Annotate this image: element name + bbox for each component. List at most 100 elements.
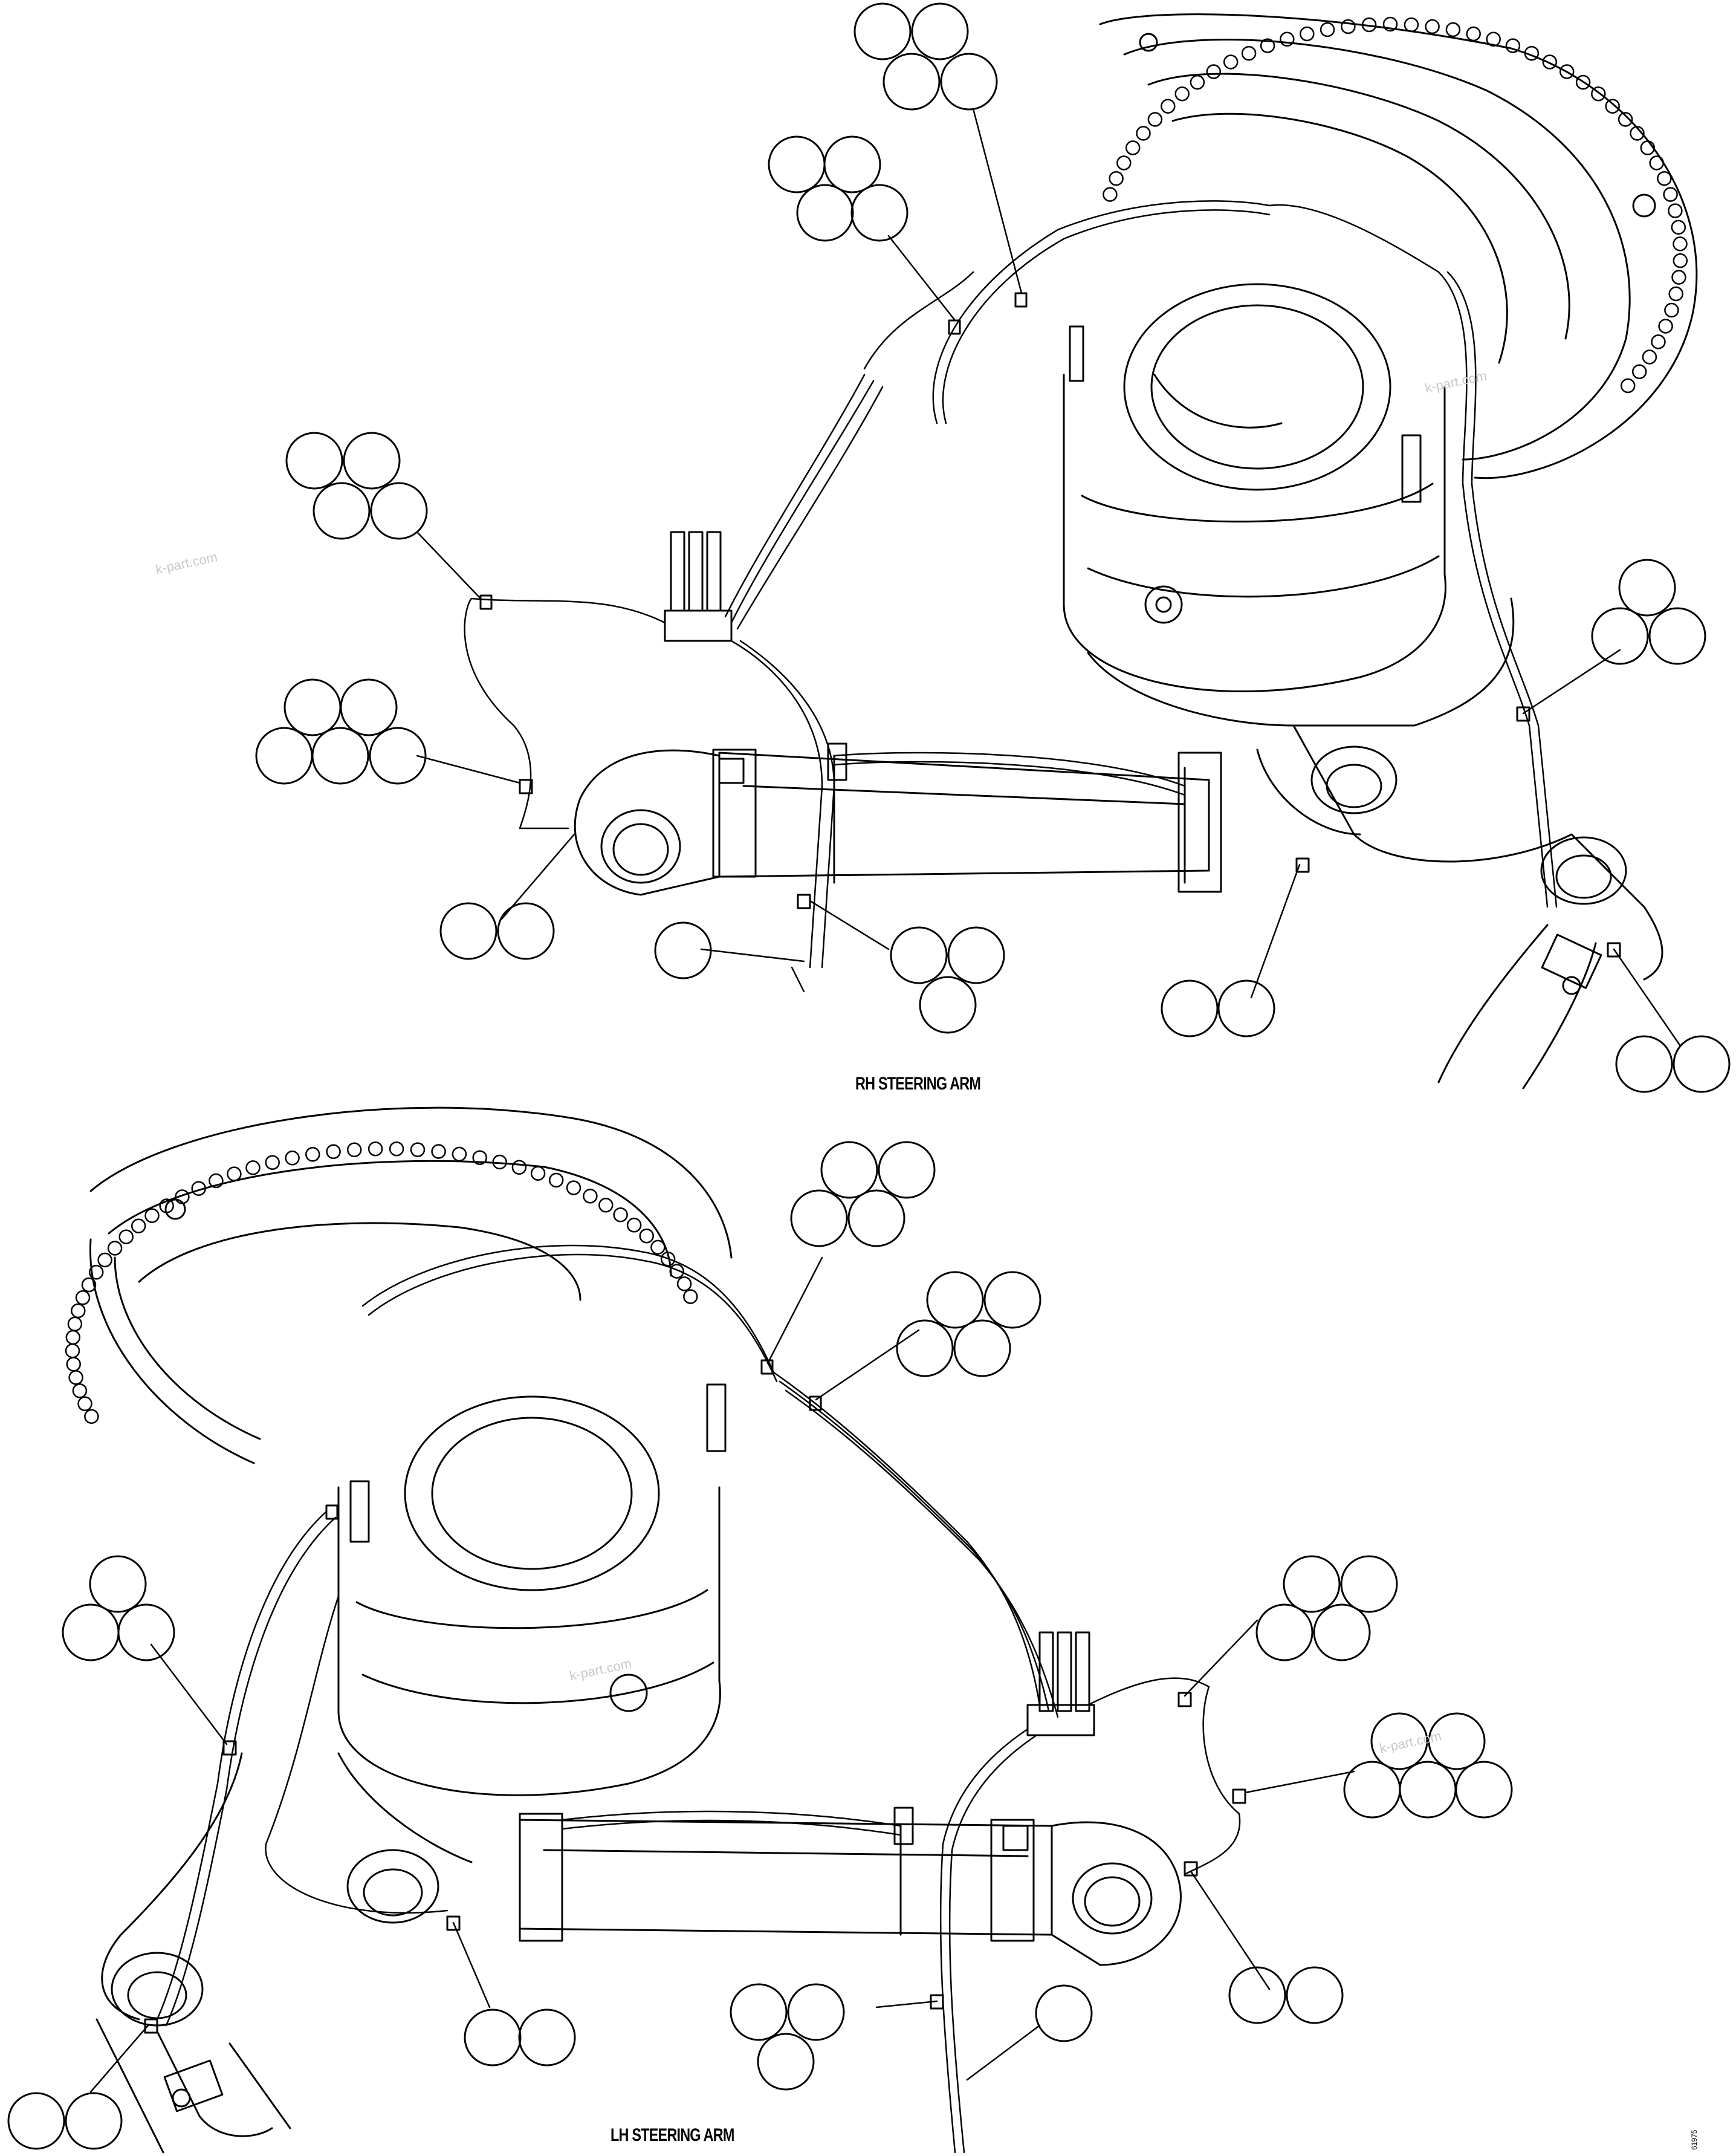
lh-callout-group-b (896, 1271, 1041, 1377)
lh-cylinder-rod-eye (1051, 1821, 1182, 1966)
hub-bolt (1404, 17, 1419, 33)
lh-clamps (144, 1359, 1246, 2034)
hub-bolt (71, 1303, 86, 1319)
lh-steering-cylinder (519, 1807, 1053, 1942)
hub-bolt (1190, 74, 1205, 90)
lh-callout-group-h (464, 2008, 576, 2067)
hub-bolt (530, 1166, 546, 1181)
hub-bolt (131, 1218, 146, 1233)
hub-bolt (566, 1180, 581, 1195)
lh-steering-arm-assembly (7, 1106, 1513, 2154)
hub-bolt (1223, 54, 1239, 70)
hub-bolt (598, 1198, 614, 1213)
lh-steering-arm-caption: LH STEERING ARM (611, 2125, 734, 2145)
hub-bolt (1605, 99, 1620, 114)
hub-bolt (1341, 19, 1356, 34)
hub-bolt (1618, 112, 1633, 127)
lh-wheel-hub (65, 1106, 733, 1464)
lh-callout-group-c (62, 1555, 175, 1661)
hub-bolt (1524, 45, 1540, 61)
hub-bolt (72, 1383, 88, 1398)
rh-callouts (255, 2, 1731, 1093)
hub-bolt (1116, 155, 1132, 170)
hub-bolt (1161, 99, 1176, 114)
lh-callout-group-e (1343, 1712, 1513, 1819)
hub-bolt (511, 1160, 527, 1175)
rh-hoses (464, 200, 1558, 993)
rh-tie-rod-pin-top (1310, 745, 1398, 814)
hub-bolt (1505, 38, 1521, 53)
hub-bolt (1664, 302, 1679, 318)
hub-bolt (368, 1141, 383, 1157)
rh-steering-arm-assembly (255, 2, 1731, 1093)
hub-bolt (107, 1241, 123, 1256)
hub-bolt (1658, 319, 1673, 334)
rh-callout-group-d (255, 678, 427, 785)
hub-bolt (1241, 45, 1257, 61)
hub-bolt (1136, 126, 1151, 141)
hub-bolt (1206, 64, 1222, 79)
hub-bolt (1671, 270, 1686, 285)
hub-bolt (66, 1357, 81, 1372)
hub-bolt (1630, 126, 1645, 141)
hub-bolt (389, 1141, 404, 1157)
hub-bolt (676, 1276, 692, 1291)
hub-bolt (431, 1144, 446, 1159)
hub-bolt (1260, 38, 1275, 53)
figure-number: 61975 (1690, 2129, 1699, 2150)
lh-callout-group-g (730, 1983, 845, 2091)
hub-bolt (639, 1228, 654, 1244)
hub-bolt (669, 1264, 684, 1279)
rh-steer-pin (1540, 836, 1627, 905)
hub-bolt (1663, 187, 1678, 202)
hub-bolt (1651, 334, 1666, 349)
hub-bolt (1673, 253, 1688, 268)
hub-bolt (285, 1151, 300, 1166)
hub-bolt (227, 1166, 242, 1181)
hub-bolt (660, 1252, 676, 1267)
lh-leader-lines (89, 1256, 1355, 2093)
hub-bolt (75, 1290, 91, 1305)
hub-bolt (683, 1289, 698, 1304)
rh-hub-port (1632, 193, 1656, 218)
hub-bolt (265, 1155, 280, 1170)
hub-bolt (326, 1144, 341, 1160)
rh-grease-manifold (664, 531, 733, 642)
hub-bolt (67, 1316, 83, 1332)
hub-bolt (305, 1147, 320, 1162)
rh-callout-group-a (853, 2, 998, 111)
hub-bolt (613, 1207, 628, 1222)
hub-bolt (1425, 19, 1440, 34)
lh-callout-group-d (1255, 1555, 1398, 1661)
lh-callout-group-i (7, 2092, 123, 2150)
hub-bolt (1673, 236, 1688, 252)
hub-bolt (97, 1252, 112, 1268)
rh-callout-group-g (1161, 979, 1275, 1037)
rh-callout-group-i (1615, 1035, 1731, 1093)
hub-bolt (1382, 16, 1398, 32)
hub-bolt (118, 1229, 134, 1244)
rh-cylinder-rod-eye (574, 749, 721, 896)
lh-steer-pin (111, 1952, 204, 2027)
lh-hub-bolt-ring (65, 1141, 698, 1424)
hub-bolt (88, 1265, 104, 1280)
hub-bolt (1280, 31, 1295, 47)
rh-callout-group-c (285, 432, 428, 540)
lh-callout-group-f (1228, 1966, 1344, 2024)
hub-bolt (209, 1173, 224, 1189)
hub-bolt (1649, 155, 1664, 170)
hub-bolt (84, 1409, 99, 1424)
hub-bolt (1320, 22, 1335, 37)
hub-bolt (1671, 219, 1686, 235)
lh-callout-group-a (790, 1141, 936, 1247)
rh-clamps (479, 292, 1621, 958)
hub-bolt (1300, 26, 1315, 42)
hub-bolt (1361, 17, 1377, 33)
hub-bolt (1620, 378, 1636, 394)
lh-callout-single (1035, 1984, 1093, 2042)
hub-bolt (1642, 349, 1657, 365)
hub-bolt (1103, 187, 1118, 202)
hub-bolt (68, 1370, 83, 1385)
hub-bolt (472, 1150, 487, 1165)
hub-bolt (452, 1146, 467, 1162)
